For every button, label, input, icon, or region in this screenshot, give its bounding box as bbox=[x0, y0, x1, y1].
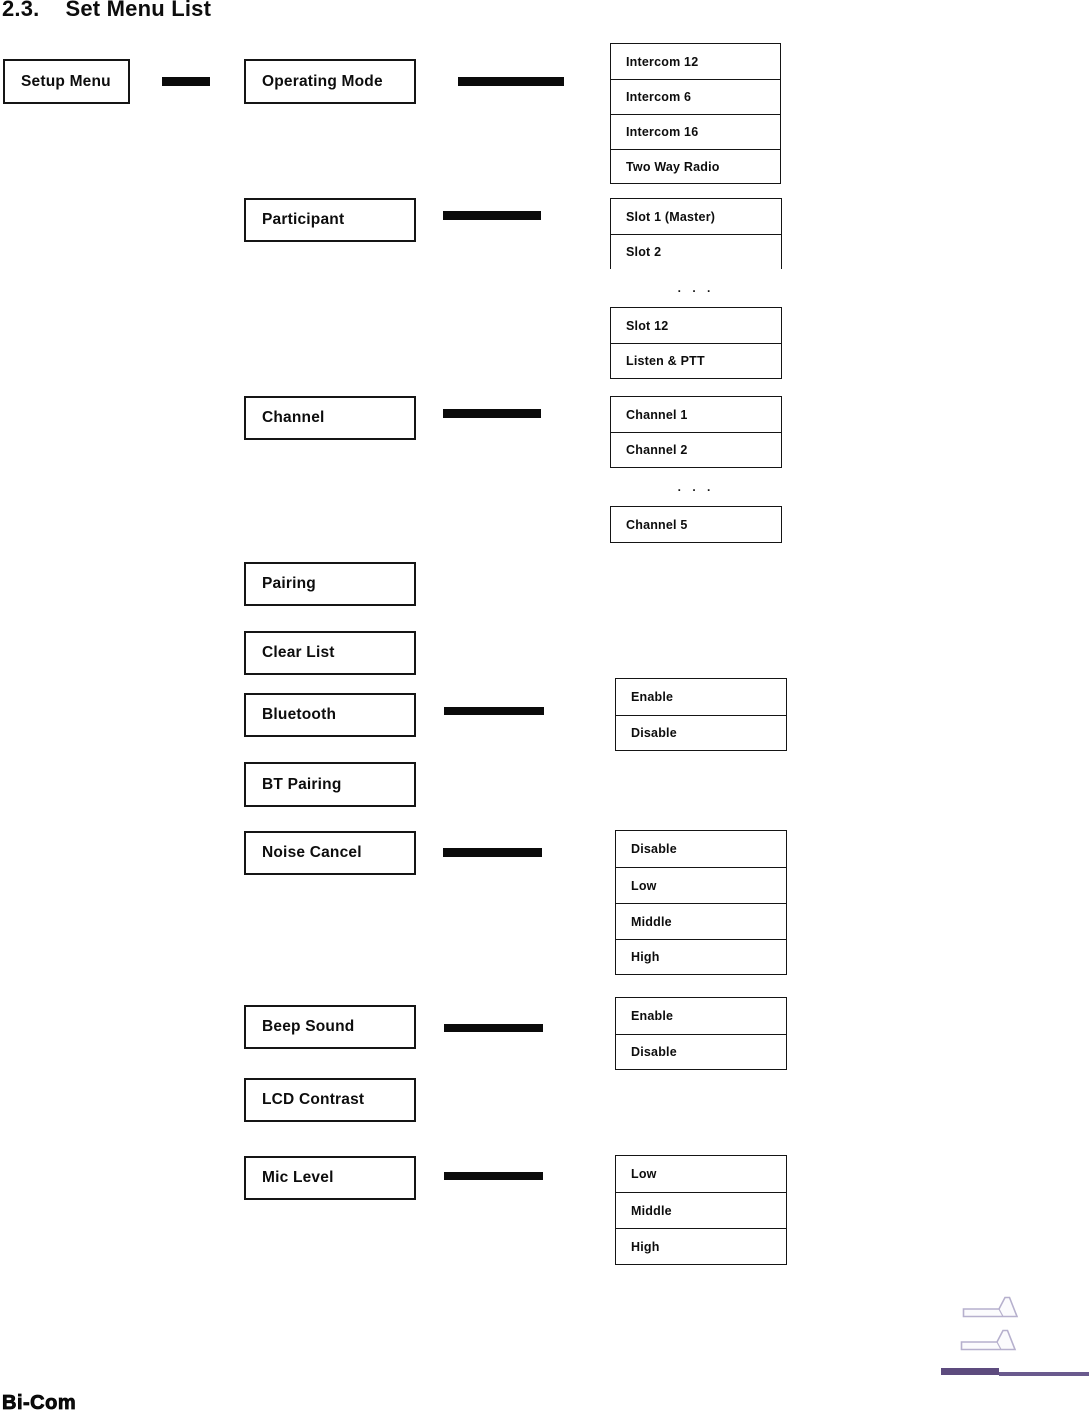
option-label: Slot 12 bbox=[626, 318, 669, 333]
connector-line bbox=[444, 707, 544, 715]
option-label: Intercom 6 bbox=[626, 90, 692, 104]
option-row: Intercom 6 bbox=[611, 79, 780, 114]
options-list-operating-mode: Intercom 12 Intercom 6 Intercom 16 Two W… bbox=[610, 43, 781, 184]
ellipsis-more-items: . . . bbox=[677, 480, 715, 494]
section-number: 2.3. bbox=[2, 0, 40, 21]
option-label: Middle bbox=[631, 914, 672, 929]
option-label: Low bbox=[631, 1167, 657, 1181]
section-title: 2.3. Set Menu List bbox=[2, 0, 211, 22]
menu-box-label: Beep Sound bbox=[262, 1018, 355, 1035]
option-label: Middle bbox=[631, 1203, 672, 1218]
option-row: Enable bbox=[616, 679, 786, 715]
menu-box-label: Setup Menu bbox=[21, 72, 111, 90]
option-row: Channel 2 bbox=[611, 432, 781, 467]
options-list-channel-top: Channel 1 Channel 2 bbox=[610, 396, 782, 468]
option-label: Slot 1 (Master) bbox=[626, 209, 716, 224]
option-row: Channel 1 bbox=[611, 397, 781, 432]
connector-line bbox=[444, 1024, 543, 1032]
menu-box-lcd-contrast: LCD Contrast bbox=[244, 1078, 416, 1122]
option-label: Listen & PTT bbox=[626, 354, 705, 368]
menu-box-label: Participant bbox=[262, 211, 345, 228]
option-row: Channel 5 bbox=[611, 507, 781, 542]
menu-box-label: Bluetooth bbox=[262, 706, 337, 723]
option-row: High bbox=[616, 939, 786, 974]
connector-line bbox=[162, 77, 210, 86]
menu-box-bt-pairing: BT Pairing bbox=[244, 762, 416, 807]
option-label: Disable bbox=[631, 1045, 677, 1059]
option-label: Channel 2 bbox=[626, 443, 688, 457]
menu-box-label: Clear List bbox=[262, 644, 335, 661]
ellipsis-more-items: . . . bbox=[677, 281, 715, 295]
options-list-bluetooth: Enable Disable bbox=[615, 678, 787, 751]
connector-line bbox=[443, 409, 541, 418]
menu-box-clear-list: Clear List bbox=[244, 631, 416, 675]
menu-box-participant: Participant bbox=[244, 198, 416, 242]
option-row: Intercom 16 bbox=[611, 114, 780, 149]
option-label: Channel 5 bbox=[626, 517, 688, 532]
options-list-noise-cancel: Disable Low Middle High bbox=[615, 830, 787, 975]
logo-swoosh-icon bbox=[962, 1296, 1019, 1318]
option-row: Disable bbox=[616, 1034, 786, 1069]
options-list-participant-top: Slot 1 (Master) Slot 2 bbox=[610, 198, 782, 269]
option-row: Low bbox=[616, 867, 786, 903]
menu-box-label: Channel bbox=[262, 409, 325, 426]
option-row: Slot 2 bbox=[611, 234, 781, 269]
menu-box-label: Operating Mode bbox=[262, 72, 383, 90]
menu-box-label: LCD Contrast bbox=[262, 1091, 365, 1108]
menu-box-operating-mode: Operating Mode bbox=[244, 59, 416, 104]
option-label: Disable bbox=[631, 726, 677, 740]
menu-box-mic-level: Mic Level bbox=[244, 1156, 416, 1200]
options-list-participant-bottom: Slot 12 Listen & PTT bbox=[610, 307, 782, 379]
option-row: Enable bbox=[616, 998, 786, 1034]
option-label: Intercom 12 bbox=[626, 54, 699, 69]
menu-box-label: BT Pairing bbox=[262, 775, 342, 793]
option-label: Intercom 16 bbox=[626, 125, 699, 139]
options-list-channel-bottom: Channel 5 bbox=[610, 506, 782, 543]
brand-name: Bi-Com bbox=[2, 1392, 77, 1415]
option-row: Disable bbox=[616, 831, 786, 867]
option-row: Slot 12 bbox=[611, 308, 781, 343]
option-label: Two Way Radio bbox=[626, 159, 720, 174]
option-label: High bbox=[631, 1239, 660, 1254]
menu-box-setup-menu: Setup Menu bbox=[3, 59, 130, 104]
menu-box-label: Pairing bbox=[262, 575, 316, 592]
option-label: Channel 1 bbox=[626, 407, 688, 422]
option-row: Two Way Radio bbox=[611, 149, 780, 183]
option-label: Enable bbox=[631, 1009, 674, 1023]
option-row: Middle bbox=[616, 1192, 786, 1228]
option-row: Middle bbox=[616, 903, 786, 939]
options-list-mic-level: Low Middle High bbox=[615, 1155, 787, 1265]
option-row: Disable bbox=[616, 715, 786, 750]
connector-line bbox=[443, 848, 542, 857]
option-label: Enable bbox=[631, 690, 674, 704]
option-row: Intercom 12 bbox=[611, 44, 780, 79]
option-label: Low bbox=[631, 878, 657, 893]
option-row: Listen & PTT bbox=[611, 343, 781, 378]
menu-box-label: Noise Cancel bbox=[262, 844, 362, 861]
option-row: Slot 1 (Master) bbox=[611, 199, 781, 234]
logo-underline bbox=[999, 1372, 1089, 1376]
option-row: High bbox=[616, 1228, 786, 1264]
menu-box-bluetooth: Bluetooth bbox=[244, 693, 416, 737]
options-list-beep-sound: Enable Disable bbox=[615, 997, 787, 1070]
section-heading: Set Menu List bbox=[65, 0, 212, 21]
menu-box-channel: Channel bbox=[244, 396, 416, 440]
option-row: Low bbox=[616, 1156, 786, 1192]
menu-box-noise-cancel: Noise Cancel bbox=[244, 831, 416, 875]
connector-line bbox=[458, 77, 564, 86]
menu-box-label: Mic Level bbox=[262, 1169, 334, 1186]
connector-line bbox=[443, 211, 541, 220]
option-label: High bbox=[631, 950, 660, 964]
menu-box-beep-sound: Beep Sound bbox=[244, 1005, 416, 1049]
option-label: Slot 2 bbox=[626, 245, 662, 259]
logo-bar bbox=[941, 1368, 999, 1375]
option-label: Disable bbox=[631, 842, 677, 856]
logo-swoosh-icon bbox=[960, 1329, 1017, 1351]
connector-line bbox=[444, 1172, 543, 1180]
menu-box-pairing: Pairing bbox=[244, 562, 416, 606]
